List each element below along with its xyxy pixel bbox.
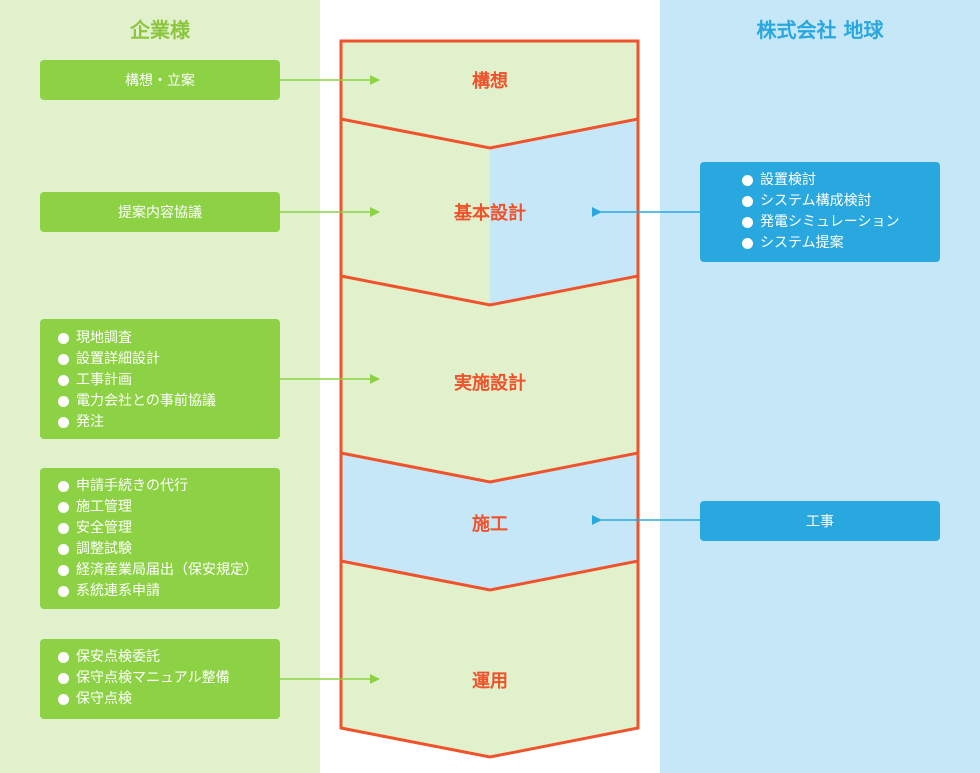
- bullet-icon: [58, 354, 69, 365]
- bullet-icon: [58, 652, 69, 663]
- bullet-icon: [58, 502, 69, 513]
- stage-label-jisshi-sekkei: 実施設計: [454, 373, 526, 394]
- list-item: システム構成検討: [742, 191, 940, 212]
- client-box-kousou-text: 構想・立案: [125, 73, 195, 89]
- stage-label-kousou: 構想: [472, 71, 508, 92]
- stage-divider-4: [340, 559, 639, 592]
- bullet-icon: [58, 396, 69, 407]
- bullet-icon: [58, 544, 69, 555]
- list-item: 保守点検: [58, 689, 280, 710]
- bullet-icon: [742, 238, 753, 249]
- company-column-title: 株式会社 地球: [756, 18, 884, 42]
- company-task-list-kihon-sekkei: 設置検討 システム構成検討 発電シミュレーション システム提案: [742, 170, 940, 254]
- client-task-list-jisshi-sekkei: 現地調査 設置詳細設計 工事計画 電力会社との事前協議 発注: [58, 328, 280, 433]
- bullet-icon: [742, 217, 753, 228]
- list-item: システム提案: [742, 233, 940, 254]
- bullet-icon: [58, 565, 69, 576]
- company-box-sekou-text: 工事: [806, 514, 834, 530]
- client-box-kihon-sekkei-text: 提案内容協議: [118, 205, 202, 221]
- bullet-icon: [58, 673, 69, 684]
- client-task-list-unyou: 保安点検委託 保守点検マニュアル整備 保守点検: [58, 647, 280, 710]
- stage-divider-2: [340, 274, 639, 307]
- stage-divider-1: [340, 117, 639, 150]
- stage-shape-kihon-sekkei-company-share: [490, 119, 638, 305]
- bullet-icon: [58, 417, 69, 428]
- bullet-icon: [742, 175, 753, 186]
- list-item: 申請手続きの代行: [58, 476, 280, 497]
- list-item: 保安点検委託: [58, 647, 280, 668]
- bullet-icon: [58, 375, 69, 386]
- stage-shape-kousou: [341, 41, 638, 148]
- stage-shape-sekou: [341, 453, 638, 590]
- list-item: 設置検討: [742, 170, 940, 191]
- client-box-kihon-sekkei: 提案内容協議: [40, 192, 280, 232]
- list-item: 調整試験: [58, 539, 280, 560]
- list-item: 設置詳細設計: [58, 349, 280, 370]
- company-column: [660, 0, 980, 773]
- stage-shape-jisshi-sekkei: [341, 276, 638, 482]
- list-item: 保守点検マニュアル整備: [58, 668, 280, 689]
- client-column-title: 企業様: [130, 18, 190, 42]
- client-task-list-sekou: 申請手続きの代行 施工管理 安全管理 調整試験 経済産業局届出（保安規定） 系統…: [58, 476, 280, 602]
- bullet-icon: [742, 196, 753, 207]
- bullet-icon: [58, 333, 69, 344]
- stage-label-kihon-sekkei: 基本設計: [454, 203, 526, 224]
- stage-divider-3: [340, 451, 639, 484]
- stage-label-sekou: 施工: [472, 514, 508, 535]
- list-item: 施工管理: [58, 497, 280, 518]
- client-box-kousou: 構想・立案: [40, 60, 280, 100]
- bullet-icon: [58, 523, 69, 534]
- list-item: 電力会社との事前協議: [58, 391, 280, 412]
- list-item: 系統連系申請: [58, 581, 280, 602]
- list-item: 現地調査: [58, 328, 280, 349]
- list-item: 経済産業局届出（保安規定）: [58, 560, 280, 581]
- flow-outline: [339, 39, 640, 759]
- client-box-unyou: 保安点検委託 保守点検マニュアル整備 保守点検: [40, 639, 280, 719]
- list-item: 工事計画: [58, 370, 280, 391]
- list-item: 発注: [58, 412, 280, 433]
- bullet-icon: [58, 586, 69, 597]
- company-box-kihon-sekkei: 設置検討 システム構成検討 発電シミュレーション システム提案: [700, 162, 940, 262]
- list-item: 安全管理: [58, 518, 280, 539]
- client-box-sekou: 申請手続きの代行 施工管理 安全管理 調整試験 経済産業局届出（保安規定） 系統…: [40, 468, 280, 609]
- client-box-jisshi-sekkei: 現地調査 設置詳細設計 工事計画 電力会社との事前協議 発注: [40, 319, 280, 439]
- stage-shape-unyou: [341, 561, 638, 757]
- bullet-icon: [58, 694, 69, 705]
- stage-label-unyou: 運用: [472, 671, 508, 692]
- company-box-sekou: 工事: [700, 501, 940, 541]
- list-item: 発電シミュレーション: [742, 212, 940, 233]
- bullet-icon: [58, 481, 69, 492]
